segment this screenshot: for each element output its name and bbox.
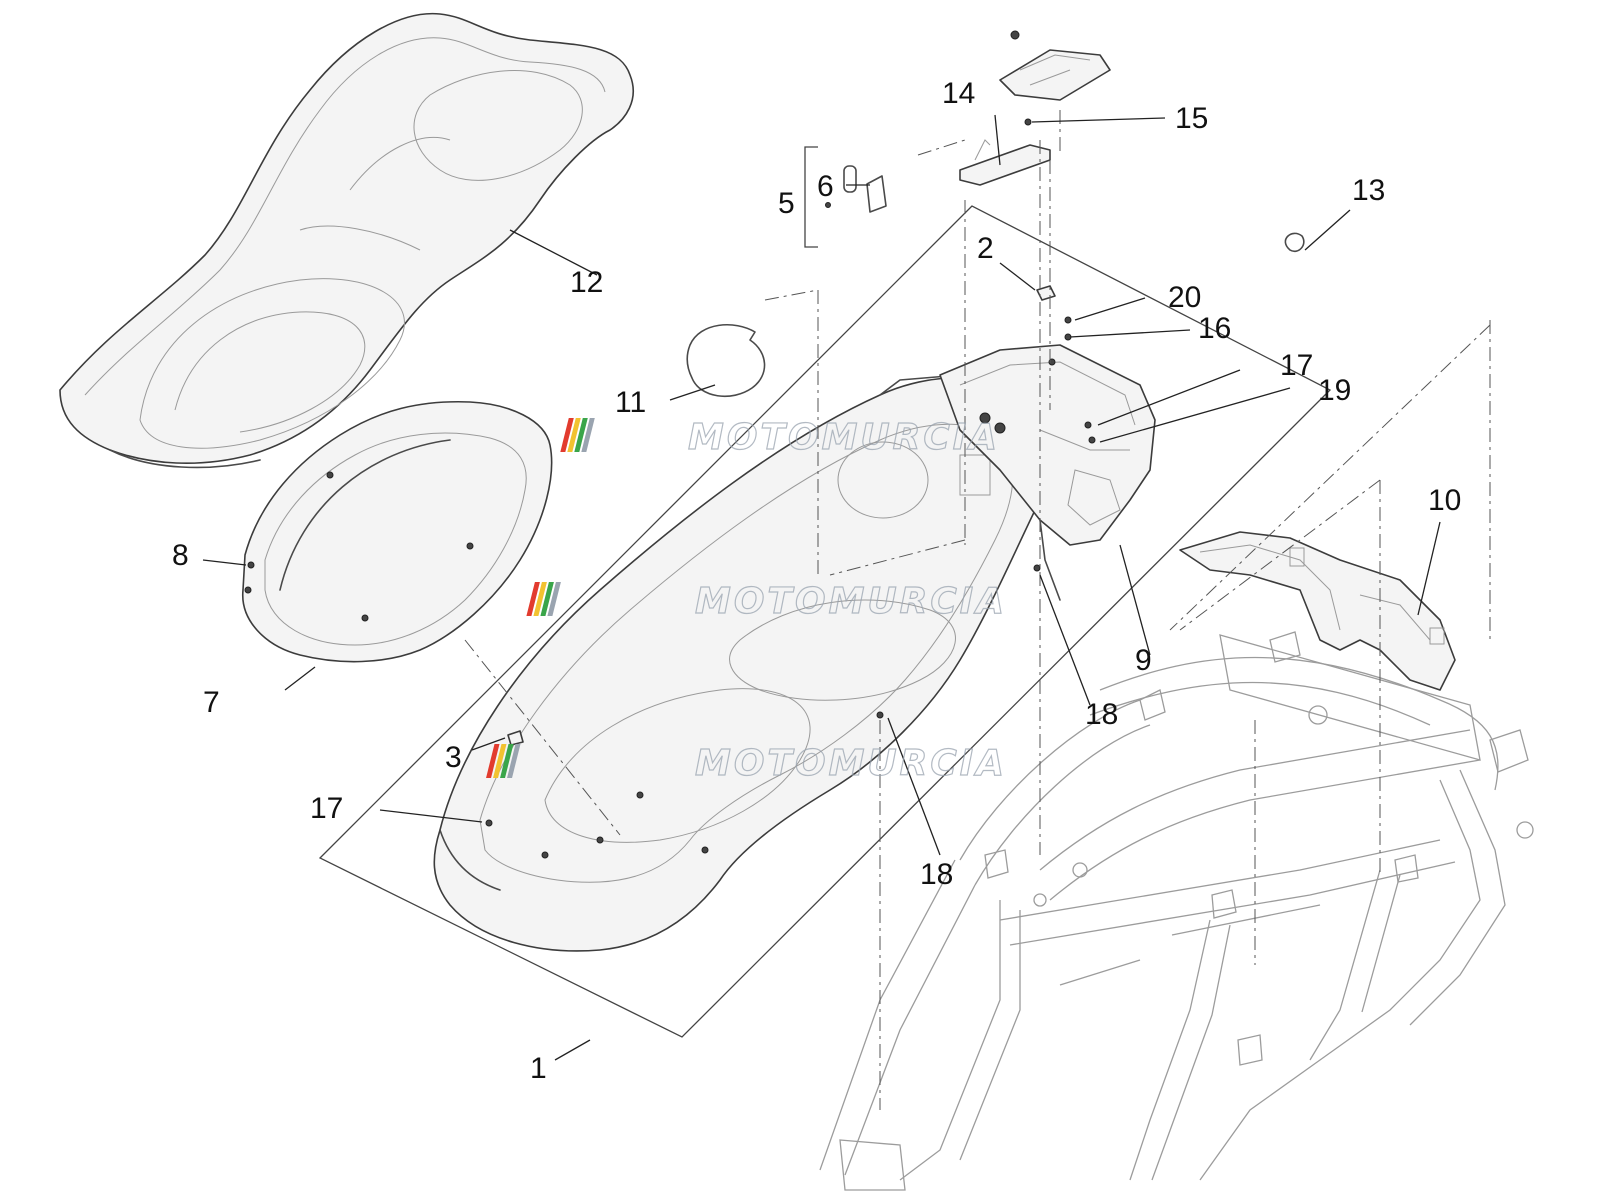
leader-lines [202,114,1441,1061]
bracket-part-9 [939,344,1156,601]
callout-labels: 1 2 3 5 6 7 8 9 10 11 12 13 14 15 16 17 … [172,77,1461,1085]
callout-11: 11 [615,386,646,419]
cover-part-7 [242,400,553,663]
callout-17: 17 [1280,349,1313,382]
callout-9: 9 [1135,644,1152,677]
callout-8: 8 [172,539,189,572]
callout-18: 18 [920,858,953,891]
gasket-part-11 [686,323,766,397]
scooter-frame [819,631,1534,1191]
seat-part-12 [59,12,635,469]
callout-20: 20 [1168,281,1201,314]
watermark-bottom: MOTOMURCIA [486,742,1007,785]
centre-lines [464,110,1491,1110]
callout-15: 15 [1175,102,1208,135]
watermark-stripes [526,582,561,616]
tub-part-1 [433,374,1052,952]
watermark-text: MOTOMURCIA [695,743,1007,784]
latch-part-14 [959,30,1111,186]
callout-19: 19 [1318,374,1351,407]
callout-3: 3 [445,741,462,774]
callout-18: 18 [1085,698,1118,731]
callout-1: 1 [530,1052,547,1085]
callout-13: 13 [1352,174,1385,207]
callout-10: 10 [1428,484,1461,517]
callout-17: 17 [310,792,343,825]
callout-12: 12 [570,266,603,299]
callout-16: 16 [1198,312,1231,345]
callout-2: 2 [977,232,994,265]
bracket-part-10 [1179,531,1456,691]
callout-7: 7 [203,686,220,719]
assembly-outlines [318,146,1332,1038]
callout-5: 5 [778,187,795,220]
callout-6: 6 [817,170,834,203]
callout-14: 14 [942,77,975,110]
watermark-top: MOTOMURCIA [560,416,1000,459]
watermark-stripes [560,418,595,452]
watermark-text: MOTOMURCIA [688,417,1000,458]
watermark-text: MOTOMURCIA [695,581,1007,622]
watermark-middle: MOTOMURCIA [526,580,1007,623]
watermark-stripes [486,744,521,778]
